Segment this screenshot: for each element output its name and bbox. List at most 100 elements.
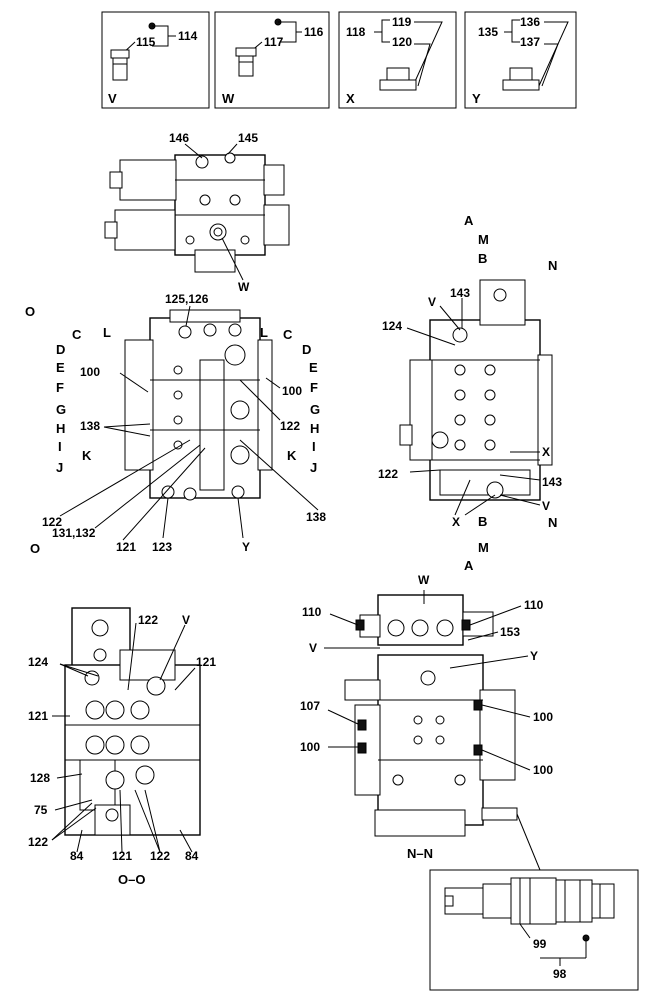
- part-label: 122: [150, 849, 170, 863]
- section-marker: G: [56, 402, 66, 417]
- part-label: 110: [302, 605, 322, 619]
- section-marker: B: [478, 514, 487, 529]
- part-label: 116: [304, 25, 324, 39]
- section-marker: K: [82, 448, 92, 463]
- part-label: 123: [152, 540, 172, 554]
- part-label: 118: [346, 25, 366, 39]
- part-label: 153: [500, 625, 520, 639]
- section-marker: M: [478, 540, 489, 555]
- section-marker: E: [309, 360, 318, 375]
- part-label: Y: [530, 649, 538, 663]
- section-marker: D: [302, 342, 311, 357]
- view-right: A M B N V 143 124 122 X: [378, 213, 562, 573]
- part-label: V: [309, 641, 317, 655]
- part-label: 122: [42, 515, 62, 529]
- section-marker: F: [56, 380, 64, 395]
- part-label: 122: [378, 467, 398, 481]
- inset-letter: V: [108, 91, 117, 106]
- part-label: 99: [533, 937, 547, 951]
- section-marker: I: [312, 439, 316, 454]
- view-title: O–O: [118, 872, 145, 887]
- section-marker: F: [310, 380, 318, 395]
- view-o: O C L L C D D E E F F G G H H I: [25, 292, 326, 556]
- section-marker: M: [478, 232, 489, 247]
- inset-v: 115 114 V: [101, 11, 210, 109]
- section-marker: E: [56, 360, 65, 375]
- part-label: 146: [169, 131, 189, 145]
- part-label: 122: [28, 835, 48, 849]
- part-label: 120: [392, 35, 412, 49]
- part-label: 117: [264, 35, 284, 49]
- part-label: 124: [28, 655, 48, 669]
- part-label: 100: [282, 384, 302, 398]
- section-marker: J: [310, 460, 317, 475]
- part-label: 119: [392, 15, 412, 29]
- part-label: 131,132: [52, 526, 96, 540]
- view-oo: 122 V 124 121 121 128 75 122 84 121 122 …: [28, 607, 216, 887]
- part-label: 100: [533, 763, 553, 777]
- part-label: 121: [28, 709, 48, 723]
- section-marker: H: [310, 421, 319, 436]
- section-marker: B: [478, 251, 487, 266]
- section-marker: O: [30, 541, 40, 556]
- section-marker: K: [287, 448, 297, 463]
- inset-y: 135 136 137 Y: [464, 11, 577, 109]
- part-label: W: [238, 280, 250, 294]
- part-label: 84: [70, 849, 84, 863]
- part-label: 100: [80, 365, 100, 379]
- inset-letter: W: [222, 91, 235, 106]
- part-label: 135: [478, 25, 498, 39]
- view-title: N–N: [407, 846, 433, 861]
- section-marker: I: [58, 439, 62, 454]
- part-label: 138: [306, 510, 326, 524]
- section-marker: H: [56, 421, 65, 436]
- part-label: 124: [382, 319, 402, 333]
- inset-x: 118 119 120 X: [338, 11, 457, 109]
- part-label: 136: [520, 15, 540, 29]
- part-label: Y: [242, 540, 250, 554]
- part-label: 75: [34, 803, 48, 817]
- part-label: V: [428, 295, 436, 309]
- section-marker: J: [56, 460, 63, 475]
- part-label: 122: [138, 613, 158, 627]
- part-label: 125,126: [165, 292, 209, 306]
- inset-letter: X: [346, 91, 355, 106]
- part-label: 100: [533, 710, 553, 724]
- part-label: 128: [30, 771, 50, 785]
- part-label: 114: [178, 29, 198, 43]
- part-label: 110: [524, 598, 544, 612]
- section-marker: A: [464, 558, 474, 573]
- part-label: X: [542, 445, 550, 459]
- section-marker: D: [56, 342, 65, 357]
- part-label: V: [542, 499, 550, 513]
- section-marker: G: [310, 402, 320, 417]
- inset-letter: Y: [472, 91, 481, 106]
- part-label: 107: [300, 699, 320, 713]
- part-label: V: [182, 613, 190, 627]
- section-marker: L: [103, 325, 111, 340]
- detail-box: 99 98: [429, 869, 639, 991]
- part-label: X: [452, 515, 460, 529]
- part-label: 122: [280, 419, 300, 433]
- part-label: 121: [112, 849, 132, 863]
- part-label: 145: [238, 131, 258, 145]
- part-label: 100: [300, 740, 320, 754]
- view-nn: W 110 110 153 V Y 107 100 100 100 N–N: [300, 573, 553, 871]
- section-marker: L: [260, 325, 268, 340]
- section-marker: C: [72, 327, 82, 342]
- part-label: 84: [185, 849, 199, 863]
- section-marker: N: [548, 515, 557, 530]
- part-label: 137: [520, 35, 540, 49]
- part-label: 121: [196, 655, 216, 669]
- section-marker: O: [25, 304, 35, 319]
- part-label: 98: [553, 967, 567, 981]
- part-label: 121: [116, 540, 136, 554]
- part-label: 115: [136, 35, 156, 49]
- part-label: 138: [80, 419, 100, 433]
- section-marker: N: [548, 258, 557, 273]
- part-label: 143: [542, 475, 562, 489]
- section-marker: A: [464, 213, 474, 228]
- top-view: 146 145 W: [104, 131, 290, 294]
- part-label: W: [418, 573, 430, 587]
